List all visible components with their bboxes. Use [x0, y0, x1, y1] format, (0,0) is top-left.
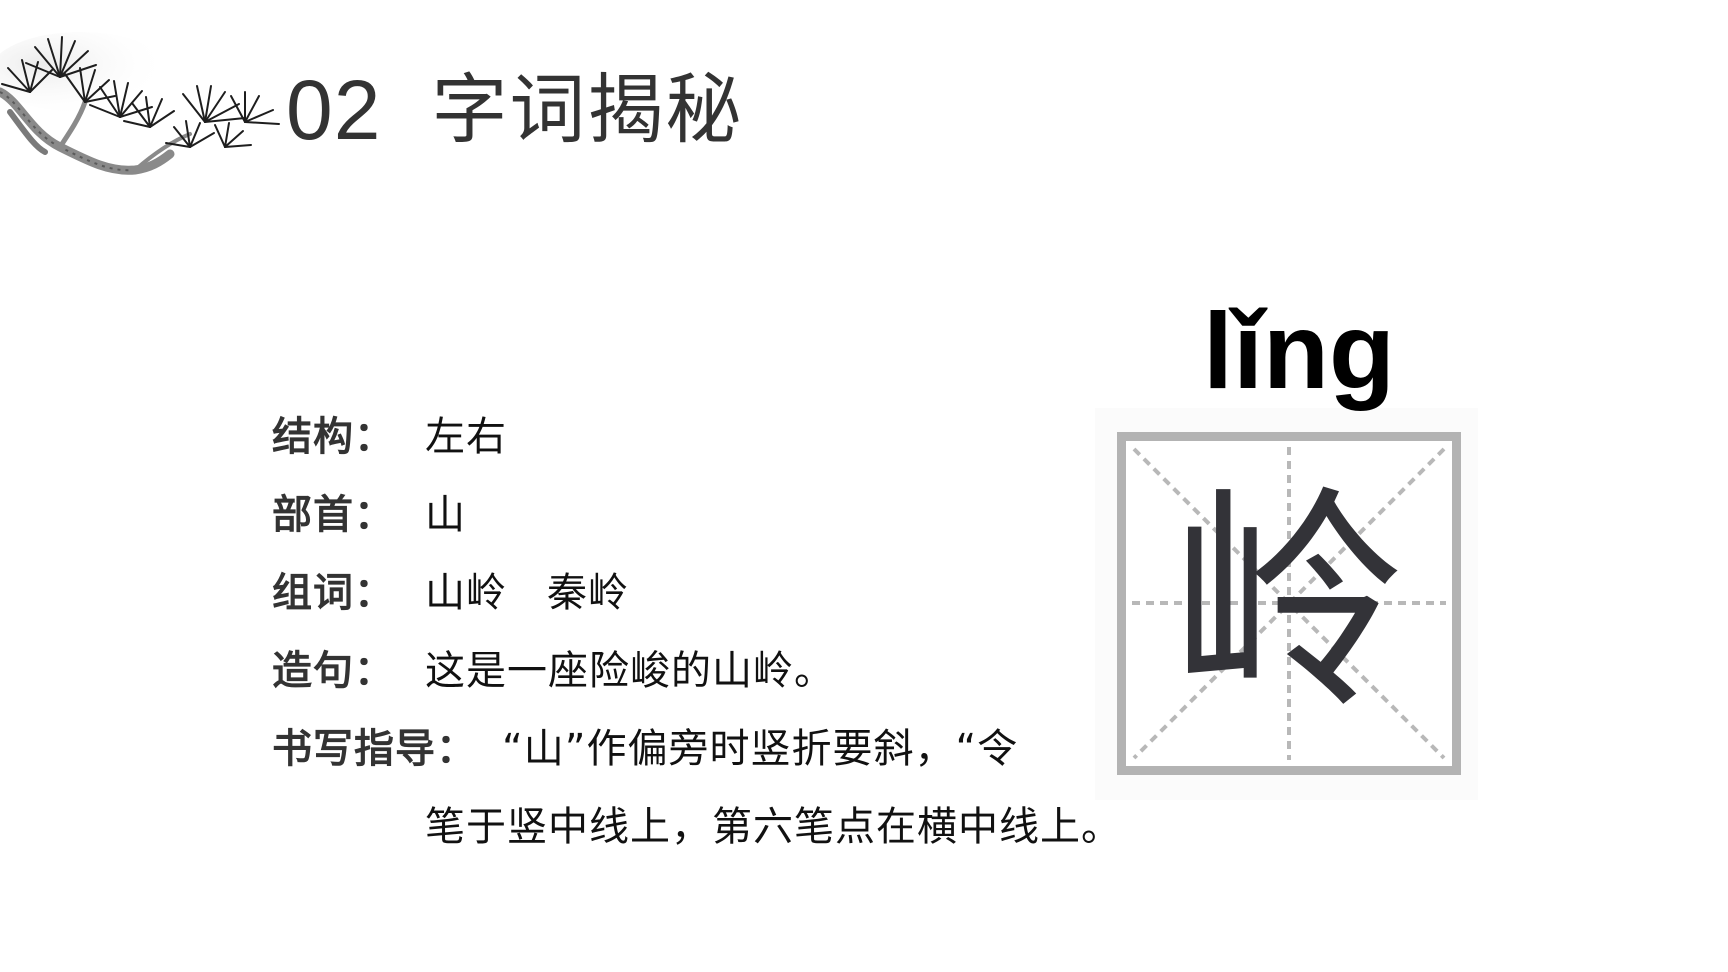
pine-branch-icon — [0, 32, 280, 175]
info-row-radical: 部首： 山 — [272, 483, 465, 539]
info-value: 这是一座险峻的山岭。 — [425, 648, 835, 694]
word-item: 秦岭 — [547, 570, 629, 616]
info-row-structure: 结构： 左右 — [272, 405, 506, 461]
info-label: 部首： — [272, 492, 395, 538]
grid-guides — [1132, 447, 1446, 760]
section-title: 02 字词揭秘 — [286, 62, 743, 158]
info-label: 书写指导： — [272, 726, 477, 772]
info-value-continued: 笔于竖中线上，第六笔点在横中线上。 — [425, 804, 1122, 850]
section-number: 02 — [286, 63, 382, 157]
mi-grid-box: 岭 — [1117, 432, 1461, 775]
info-label: 组词： — [272, 570, 395, 616]
info-row-sentence: 造句： 这是一座险峻的山岭。 — [272, 639, 834, 695]
info-row-words: 组词： 山岭秦岭 — [272, 561, 628, 617]
pinyin: lǐng — [1203, 290, 1395, 411]
info-label: 结构： — [272, 414, 395, 460]
info-label: 造句： — [272, 648, 395, 694]
featured-character: 岭 — [1170, 465, 1407, 741]
info-value: 左右 — [425, 414, 507, 460]
section-heading: 字词揭秘 — [431, 65, 744, 154]
word-item: 山岭 — [425, 570, 507, 616]
info-value: “山”作偏旁时竖折要斜，“令 — [502, 726, 1019, 772]
info-row-writing-guide: 书写指导： “山”作偏旁时竖折要斜，“令 — [272, 717, 1017, 773]
info-value: 山岭秦岭 — [425, 560, 629, 618]
info-value: 山 — [425, 492, 466, 538]
